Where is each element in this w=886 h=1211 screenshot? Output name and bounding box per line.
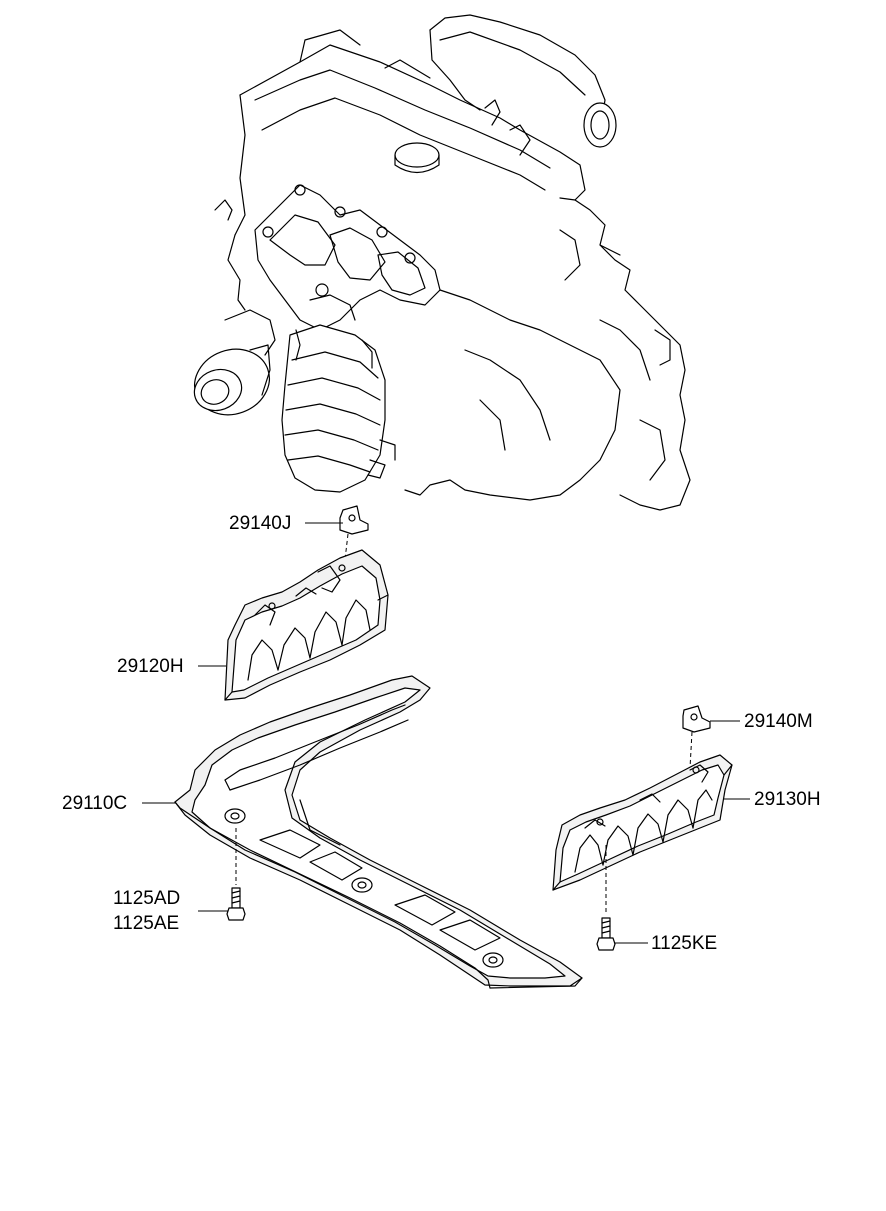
label-bracket-upper: 29140J: [229, 513, 292, 534]
label-heat-shield-lower: 29130H: [754, 789, 821, 810]
label-bolt-b: 1125AE: [113, 913, 180, 934]
bolt-left-drawing: [226, 828, 246, 921]
label-heat-shield-upper: 29120H: [117, 656, 184, 677]
bolt-right-drawing: [596, 845, 616, 951]
leader-lines: [142, 522, 750, 944]
label-bolt-a: 1125AD: [113, 888, 181, 909]
label-bolt-c: 1125KE: [651, 933, 718, 954]
heat-shield-upper-drawing: [224, 549, 389, 701]
engine-assembly: [193, 14, 691, 511]
under-cover-drawing: [174, 675, 583, 989]
label-under-cover: 29110C: [62, 793, 128, 814]
heat-shield-lower-drawing: [552, 754, 733, 891]
label-bracket-lower: 29140M: [744, 711, 813, 732]
bracket-lower-drawing: [682, 705, 711, 769]
